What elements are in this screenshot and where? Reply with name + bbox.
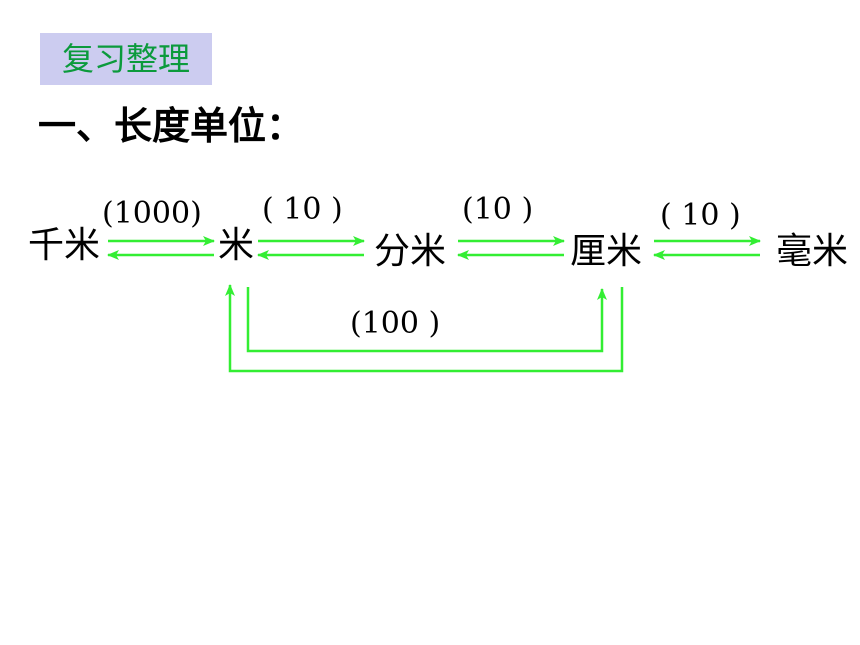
review-tag: 复习整理 xyxy=(40,33,212,85)
rate-km-m: (1000) xyxy=(102,196,202,231)
rate-m-cm-value: 100 xyxy=(361,306,419,341)
arrow-m-to-cm xyxy=(246,287,607,353)
section-title: 一、长度单位： xyxy=(38,104,305,148)
unit-meter: 米 xyxy=(218,225,255,266)
rate-cm-mm-value: 10 xyxy=(681,198,720,233)
rate-m-cm: (100 ) xyxy=(350,306,441,341)
rate-dm-cm: (10 ) xyxy=(462,192,534,227)
rate-m-dm-value: 10 xyxy=(283,192,322,227)
rate-dm-cm-value: 10 xyxy=(473,192,512,227)
unit-centimeter: 厘米 xyxy=(570,231,643,272)
rate-cm-mm: ( 10 ) xyxy=(660,198,741,233)
arrow-cm-to-m xyxy=(225,284,624,373)
rate-m-dm: ( 10 ) xyxy=(262,192,343,227)
unit-kilometer: 千米 xyxy=(28,225,101,266)
rate-km-m-value: 1000 xyxy=(113,196,191,231)
unit-decimeter: 分米 xyxy=(374,231,447,272)
unit-millimeter: 毫米 xyxy=(776,231,849,272)
